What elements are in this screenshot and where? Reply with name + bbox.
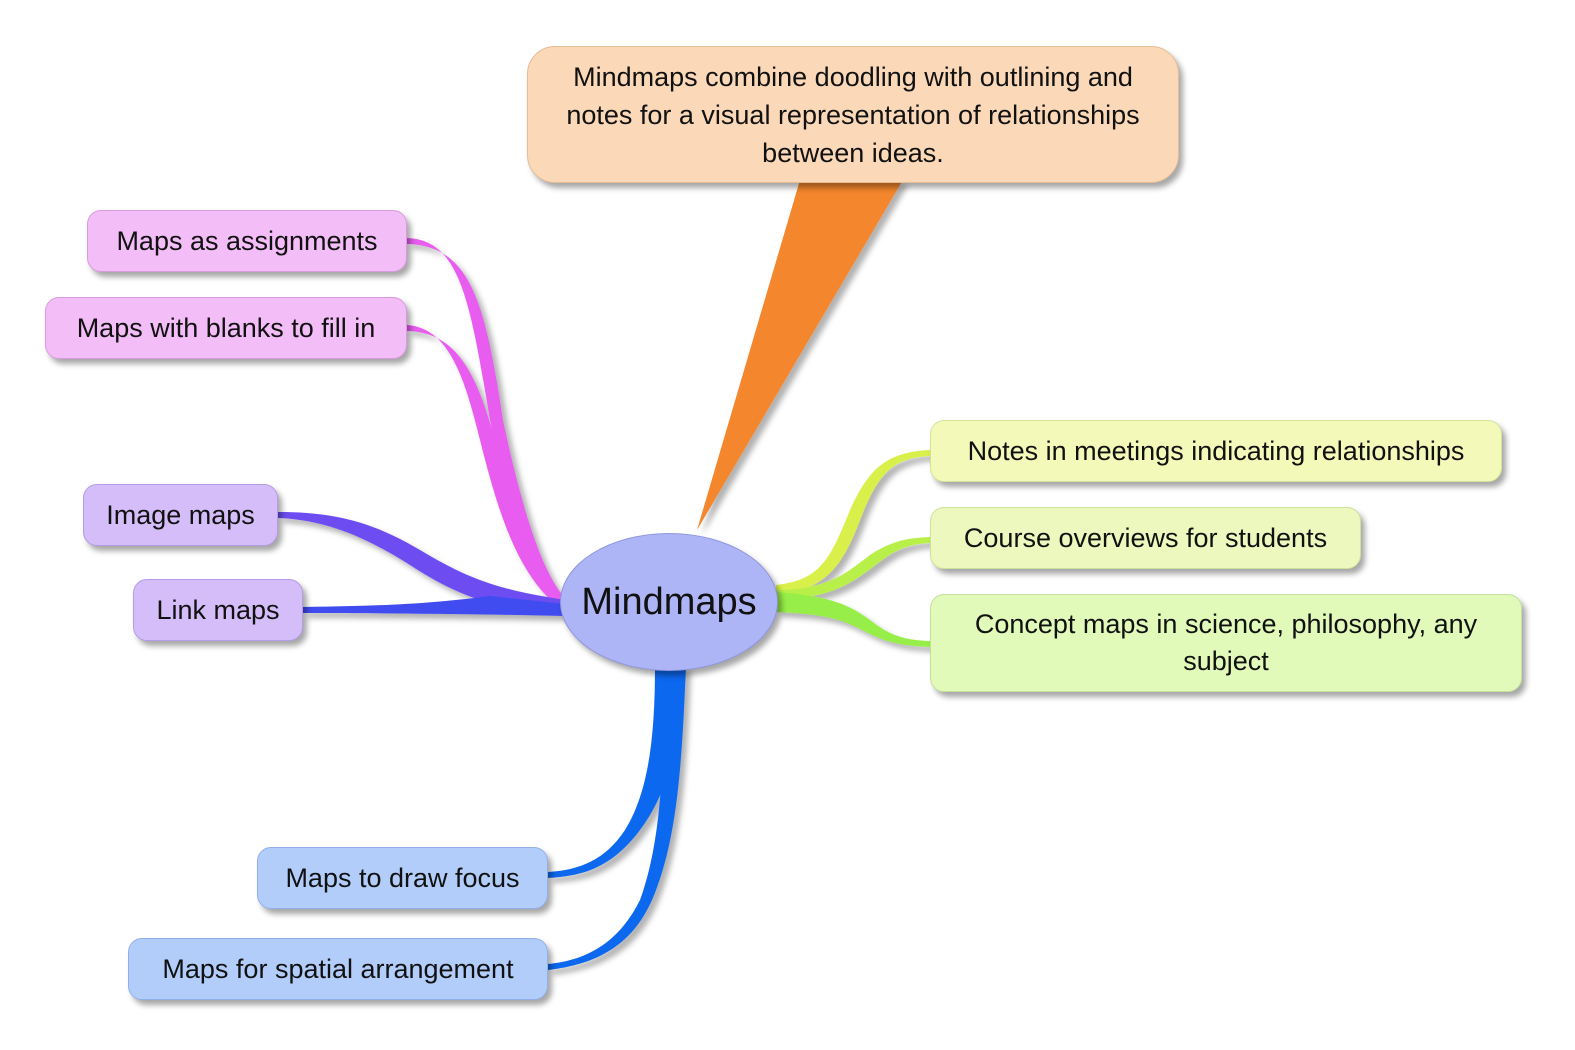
branch-image-maps[interactable]: Image maps [83, 484, 278, 546]
branch-maps-for-spatial-arrangement[interactable]: Maps for spatial arrangement [128, 938, 548, 1000]
note-callout[interactable]: Mindmaps combine doodling with outlining… [527, 46, 1179, 183]
branch-concept-maps[interactable]: Concept maps in science, philosophy, any… [930, 594, 1522, 692]
branch-label: Course overviews for students [963, 522, 1328, 553]
central-topic-label: Mindmaps [581, 580, 757, 623]
connector-notes-in-meetings [776, 450, 930, 595]
connector-maps-with-blanks [407, 325, 565, 612]
branch-label: Maps with blanks to fill in [76, 312, 376, 343]
connector-image-maps [278, 512, 565, 616]
branch-label: Image maps [106, 499, 255, 530]
note-text: Mindmaps combine doodling with outlining… [566, 61, 1140, 168]
central-topic[interactable]: Mindmaps [560, 533, 778, 671]
branch-maps-to-draw-focus[interactable]: Maps to draw focus [257, 847, 548, 909]
branch-maps-as-assignments[interactable]: Maps as assignments [87, 210, 407, 272]
connector-link-maps [303, 596, 565, 616]
connector-maps-for-spatial-arrangement [548, 666, 686, 970]
branch-label: Link maps [156, 594, 280, 625]
note-connector [697, 180, 903, 530]
branch-label: Notes in meetings indicating relationshi… [967, 435, 1465, 466]
connector-maps-as-assignments [407, 238, 565, 612]
branch-course-overviews[interactable]: Course overviews for students [930, 507, 1361, 569]
branch-label: Concept maps in science, philosophy, any… [974, 609, 1478, 676]
branch-link-maps[interactable]: Link maps [133, 579, 303, 641]
connector-concept-maps [776, 592, 930, 647]
branch-label: Maps for spatial arrangement [162, 953, 514, 984]
branch-maps-with-blanks[interactable]: Maps with blanks to fill in [45, 297, 407, 359]
branch-notes-in-meetings[interactable]: Notes in meetings indicating relationshi… [930, 420, 1502, 482]
branch-label: Maps to draw focus [285, 862, 520, 893]
connector-course-overviews [776, 537, 930, 600]
branch-label: Maps as assignments [116, 225, 378, 256]
